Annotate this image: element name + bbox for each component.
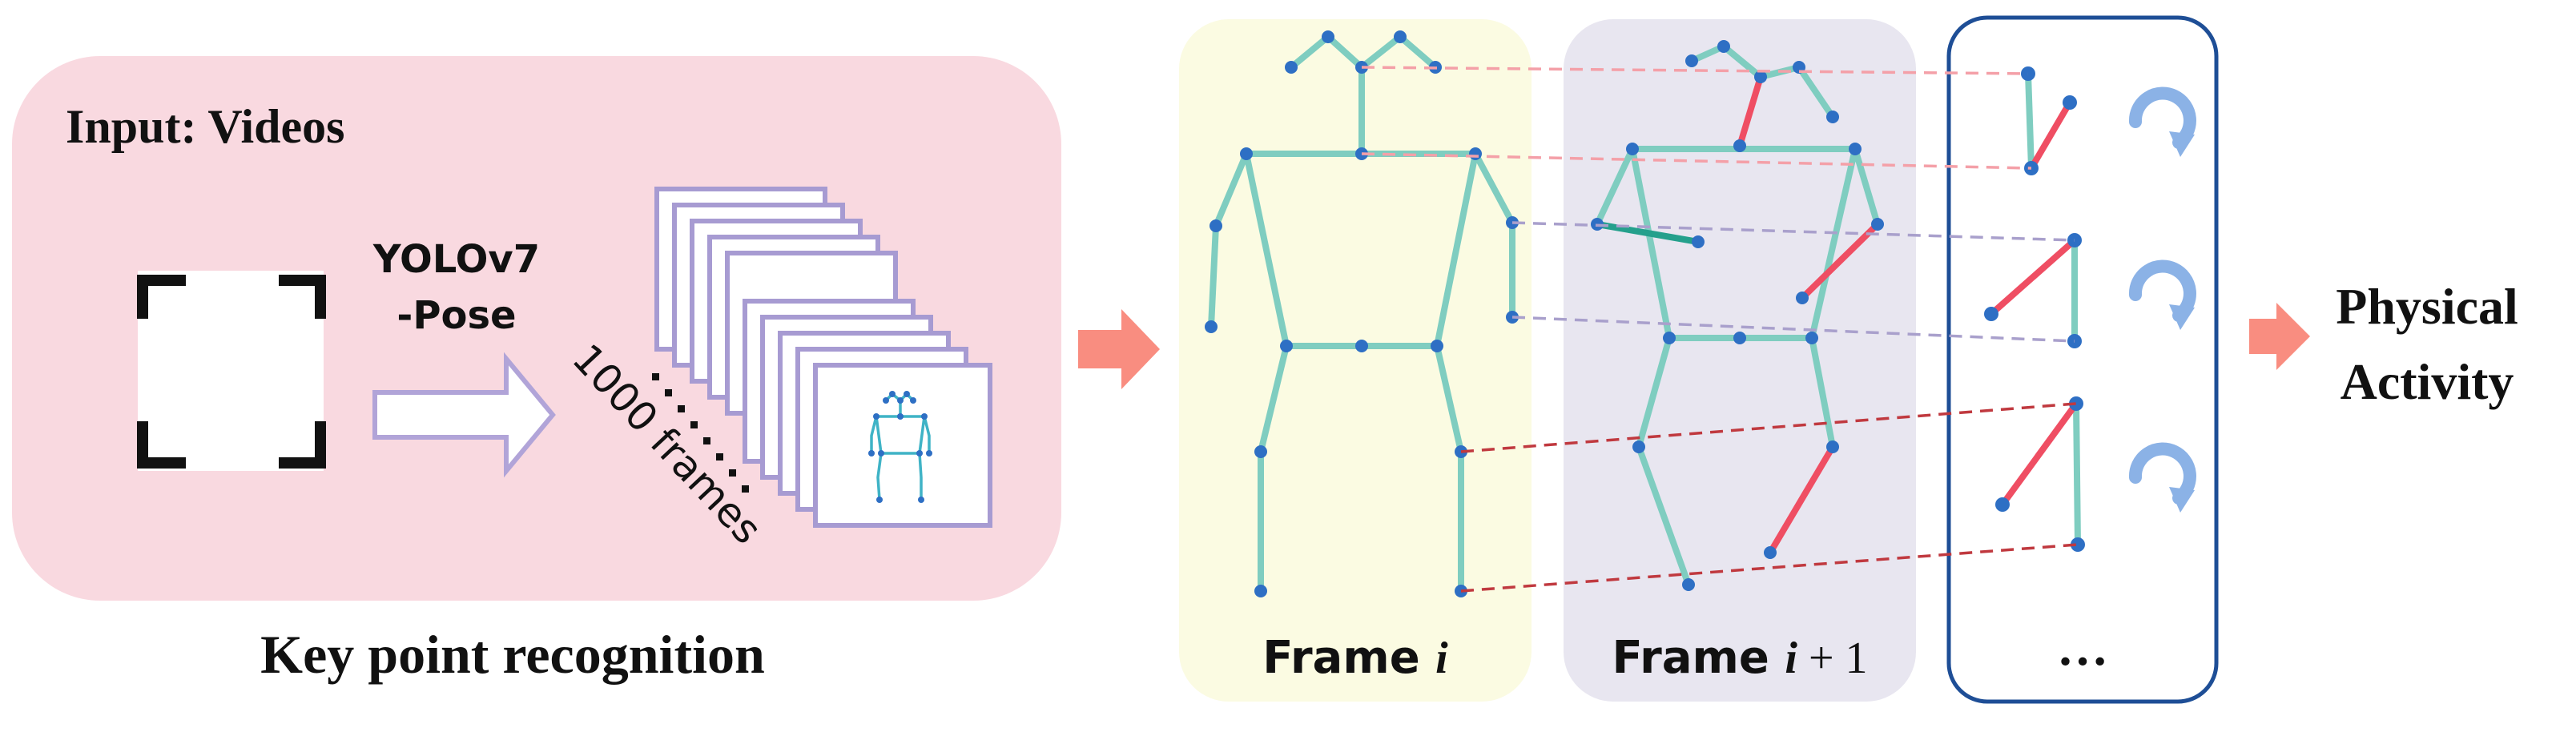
frame-i-label: Frame i: [1262, 632, 1448, 684]
mini-skeleton-joints: [868, 391, 932, 503]
angle-panel-ellipsis: …: [2057, 619, 2108, 676]
connector-lines: [1361, 66, 2079, 593]
model-label-line1: YOLOv7: [372, 237, 540, 282]
frame-i-plus-1-skeleton-bones: [1594, 43, 1881, 588]
angle-panel: [1946, 15, 2219, 704]
angle-joints: [1984, 66, 2085, 552]
angle-bones: [1988, 70, 2081, 548]
frame-i-plus-1-panel: [1564, 19, 1916, 702]
video-icon: [137, 271, 326, 471]
arrow-to-frames-icon: [1078, 309, 1160, 389]
arrow-to-output-icon: [2249, 303, 2310, 370]
output-label-line1: Physical: [2336, 278, 2518, 335]
frame-gap-dots: [652, 373, 749, 493]
input-panel-title: Input: Videos: [66, 100, 344, 153]
frame-i-panel: [1179, 19, 1532, 702]
frame-i-plus-1-highlight-bones: [1594, 74, 1881, 556]
output-label-line2: Activity: [2341, 353, 2514, 410]
rotate-icon: [2128, 259, 2196, 330]
model-label-line2: -Pose: [396, 293, 516, 338]
frame-stack: [654, 187, 992, 528]
rotate-icon: [2128, 86, 2196, 157]
frame-i-plus-1-skeleton-joints: [1591, 40, 1884, 591]
frame-i-plus-1-label: Frame i + 1: [1612, 632, 1867, 684]
input-panel-caption: Key point recognition: [260, 624, 765, 685]
rotate-icon: [2128, 442, 2196, 513]
hollow-arrow-icon: [372, 352, 556, 478]
